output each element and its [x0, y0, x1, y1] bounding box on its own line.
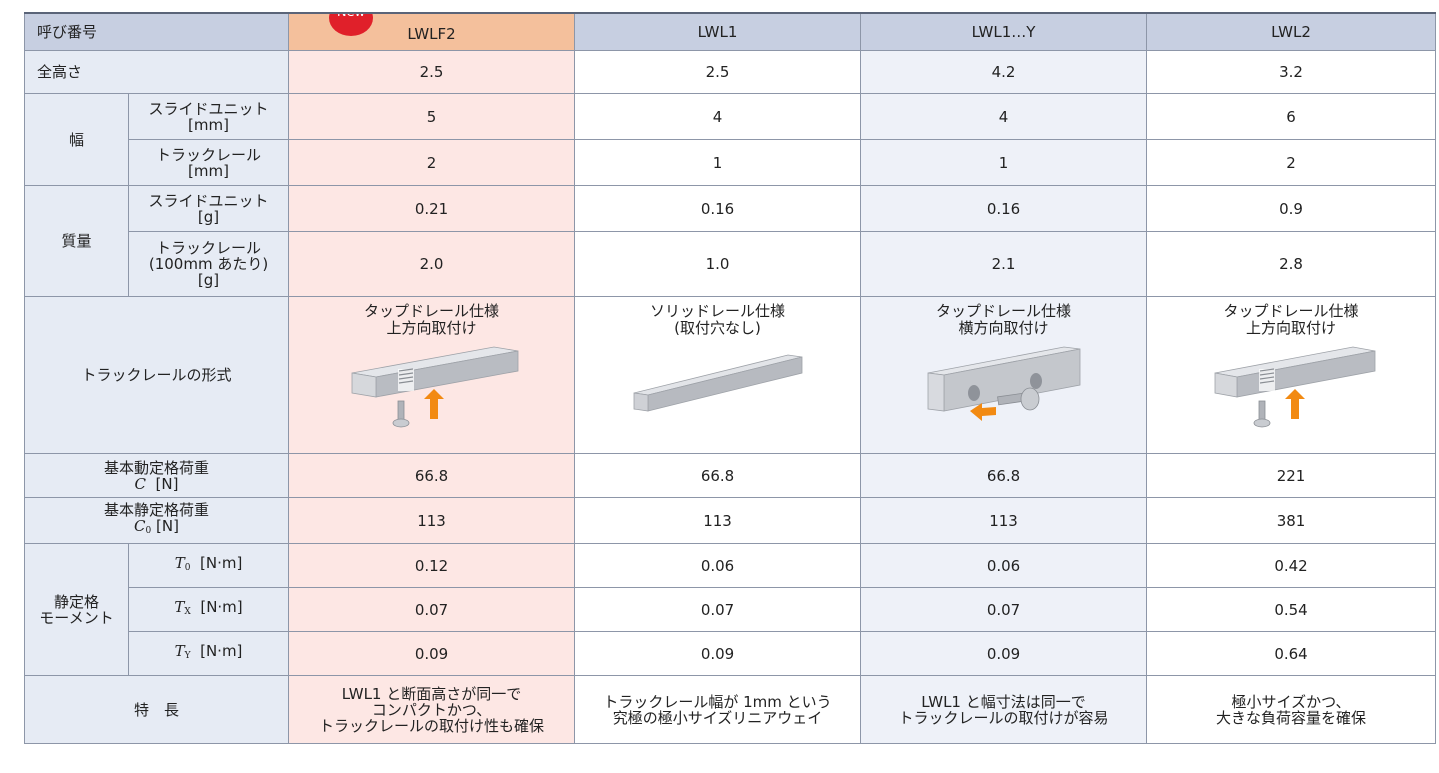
cell: 0.09 [860, 631, 1148, 676]
rail-type-text: タップドレール仕様 上方向取付け [1223, 302, 1359, 337]
cell: 0.07 [574, 587, 862, 632]
row-label: スライドユニット [mm] [127, 93, 290, 140]
new-badge: New [329, 14, 374, 36]
unit: [N] [156, 517, 179, 535]
cell: 5 [288, 93, 576, 140]
row-features: 特 長 LWL1 と断面高さが同一で コンパクトかつ、 トラックレールの取付け性… [23, 675, 1437, 744]
rail-type-cell: ソリッドレール仕様 (取付穴なし) [574, 296, 862, 454]
row-label: スライドユニット [g] [127, 185, 290, 232]
row-moment-ty: TY [N·m] 0.09 0.09 0.09 0.64 [25, 631, 1437, 676]
cell: 0.06 [574, 543, 862, 588]
rail-type-cell: タップドレール仕様 上方向取付け [288, 296, 576, 454]
group-label-mass: 質量 [24, 185, 129, 297]
row-rail-type: トラックレールの形式 タップドレール仕様 上方向取付け [23, 296, 1437, 454]
cell: 66.8 [574, 453, 862, 498]
header-row: 呼び番号 New LWLF2 LWL1 LWL1…Y LWL2 [23, 12, 1437, 51]
model-name: LWLF2 [407, 25, 456, 43]
row-label: TY [N·m] [127, 631, 290, 676]
model-header-lwl1: LWL1 [574, 12, 862, 51]
row-label: トラックレール (100mm あたり) [g] [127, 231, 290, 297]
feature-cell: トラックレール幅が 1mm という 究極の極小サイズリニアウェイ [574, 675, 862, 744]
group-label-static-moment: 静定格 モーメント [24, 543, 129, 676]
row-mass-slide-unit: 質量 スライドユニット [g] 0.21 0.16 0.16 0.9 [24, 185, 1437, 297]
cell: 0.09 [574, 631, 862, 676]
row-mass-track-rail: トラックレール (100mm あたり) [g] 2.0 1.0 2.1 2.8 [25, 231, 1437, 297]
spec-comparison-table: 呼び番号 New LWLF2 LWL1 LWL1…Y LWL2 全高さ 2.5 … [23, 12, 1437, 744]
cell: 2 [288, 139, 576, 186]
row-label: 基本動定格荷重 C [N] [23, 453, 290, 498]
symbol: C [134, 474, 146, 493]
row-moment-t0: 静定格 モーメント T0 [N·m] 0.12 0.06 0.06 0.42 [24, 543, 1437, 676]
solid-rail-icon [633, 354, 802, 412]
model-header-lwl2: LWL2 [1146, 12, 1437, 51]
cell: 113 [288, 497, 576, 544]
row-moment-tx: TX [N·m] 0.07 0.07 0.07 0.54 [25, 587, 1437, 632]
symbol: C0 [134, 517, 152, 536]
cell: 3.2 [1146, 50, 1437, 94]
cell: 0.16 [860, 185, 1148, 232]
cell: 113 [574, 497, 862, 544]
cell: 381 [1146, 497, 1437, 544]
row-width-slide-unit: 幅 スライドユニット [mm] 5 4 4 6 [24, 93, 1437, 186]
feature-cell: LWL1 と幅寸法は同一で トラックレールの取付けが容易 [860, 675, 1148, 744]
cell: 0.64 [1146, 631, 1437, 676]
model-header-lwl1y: LWL1…Y [860, 12, 1148, 51]
row-label: T0 [N·m] [127, 543, 290, 588]
row-label: 全高さ [23, 50, 290, 94]
cell: 4 [574, 93, 862, 140]
row-overall-height: 全高さ 2.5 2.5 4.2 3.2 [23, 50, 1437, 94]
feature-cell: LWL1 と断面高さが同一で コンパクトかつ、 トラックレールの取付け性も確保 [288, 675, 576, 744]
row-label: TX [N·m] [127, 587, 290, 632]
cell: 2.0 [288, 231, 576, 297]
cell: 1.0 [574, 231, 862, 297]
cell: 6 [1146, 93, 1437, 140]
row-static-load: 基本静定格荷重 C0 [N] 113 113 113 381 [23, 497, 1437, 544]
tapped-rail-top-mount-icon [1214, 346, 1376, 428]
cell: 113 [860, 497, 1148, 544]
rail-type-cell: タップドレール仕様 上方向取付け [1146, 296, 1437, 454]
cell: 0.16 [574, 185, 862, 232]
cell: 0.54 [1146, 587, 1437, 632]
cell: 1 [860, 139, 1148, 186]
cell: 0.12 [288, 543, 576, 588]
cell: 0.07 [860, 587, 1148, 632]
cell: 0.42 [1146, 543, 1437, 588]
tapped-rail-side-mount-icon [927, 346, 1080, 421]
cell: 1 [574, 139, 862, 186]
cell: 4.2 [860, 50, 1148, 94]
model-number-label: 呼び番号 [23, 12, 290, 51]
feature-cell: 極小サイズかつ、 大きな負荷容量を確保 [1146, 675, 1437, 744]
cell: 0.06 [860, 543, 1148, 588]
cell: 2.5 [288, 50, 576, 94]
row-label: 基本静定格荷重 C0 [N] [23, 497, 290, 544]
cell: 2.5 [574, 50, 862, 94]
row-label: トラックレール [mm] [127, 139, 290, 186]
row-dynamic-load: 基本動定格荷重 C [N] 66.8 66.8 66.8 221 [23, 453, 1437, 498]
tapped-rail-top-mount-icon [351, 346, 518, 428]
model-header-lwlf2: New LWLF2 [288, 12, 576, 51]
cell: 2 [1146, 139, 1437, 186]
rail-type-text: タップドレール仕様 上方向取付け [364, 302, 500, 337]
cell: 0.09 [288, 631, 576, 676]
unit: [N] [155, 474, 179, 493]
row-width-track-rail: トラックレール [mm] 2 1 1 2 [25, 139, 1437, 186]
row-label-text: 基本静定格荷重 [104, 501, 210, 519]
group-label-width: 幅 [24, 93, 129, 186]
cell: 221 [1146, 453, 1437, 498]
cell: 66.8 [288, 453, 576, 498]
cell: 4 [860, 93, 1148, 140]
cell: 0.21 [288, 185, 576, 232]
row-label: トラックレールの形式 [23, 296, 290, 454]
cell: 66.8 [860, 453, 1148, 498]
cell: 0.07 [288, 587, 576, 632]
cell: 2.1 [860, 231, 1148, 297]
row-label-text: 基本動定格荷重 [104, 458, 210, 477]
rail-type-text: タップドレール仕様 横方向取付け [936, 302, 1072, 337]
row-label: 特 長 [23, 675, 290, 744]
rail-type-text: ソリッドレール仕様 (取付穴なし) [650, 302, 786, 337]
rail-type-cell: タップドレール仕様 横方向取付け [860, 296, 1148, 454]
cell: 0.9 [1146, 185, 1437, 232]
cell: 2.8 [1146, 231, 1437, 297]
